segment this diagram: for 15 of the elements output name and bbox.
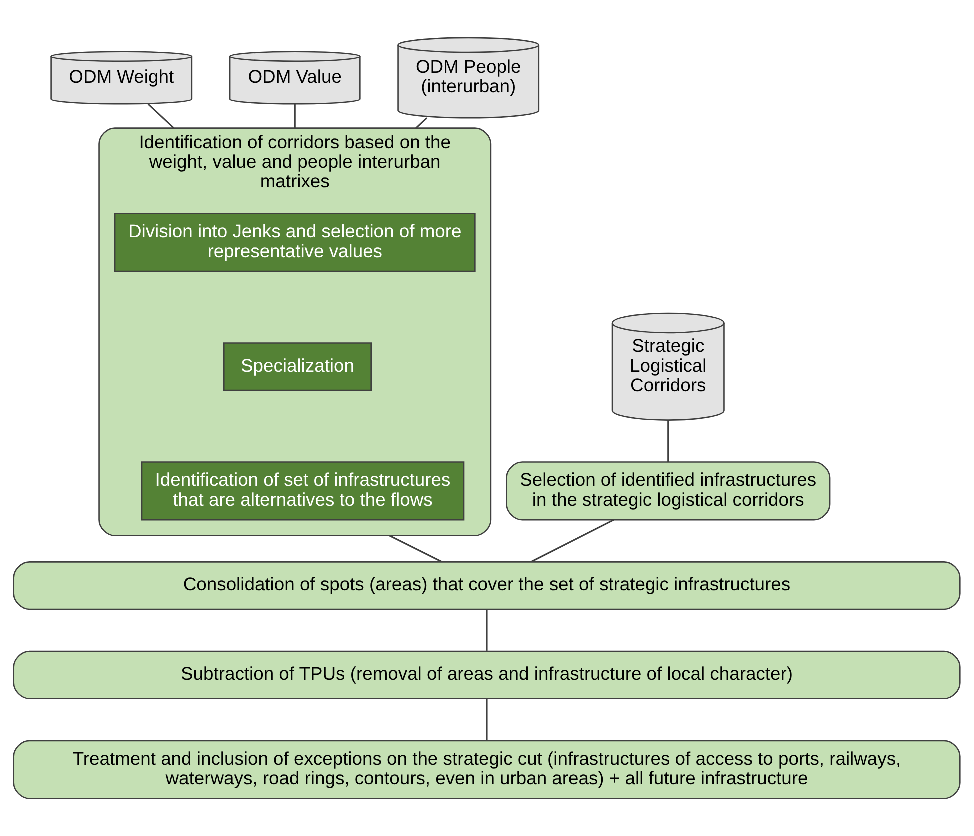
- node-box: Subtraction of TPUs (removal of areas and infrastructure of local character): [13, 650, 961, 700]
- connector: [668, 420, 670, 462]
- node-box: Consolidation of spots (areas) that cover the set of strategic infrastructures: [13, 561, 961, 610]
- node-box: Specialization: [223, 342, 372, 391]
- connector: [486, 698, 488, 740]
- connector: [531, 518, 614, 562]
- node-box: Treatment and inclusion of exceptions on the strategic cut (infrastructures of access to ports, railways, waterways, road rings, contours, even in urban areas) + all future infrastructure: [13, 740, 961, 799]
- connector: [389, 534, 442, 562]
- connector: [148, 103, 175, 128]
- node-box: Selection of identified infrastructures in the strategic logistical corridors: [506, 461, 831, 520]
- node-box: Identification of set of infrastructures that are alternatives to the flows: [141, 461, 465, 520]
- connector: [294, 104, 296, 128]
- node-box: Division into Jenks and selection of more representative values: [114, 212, 476, 272]
- connector: [416, 117, 428, 128]
- connector: [486, 609, 488, 650]
